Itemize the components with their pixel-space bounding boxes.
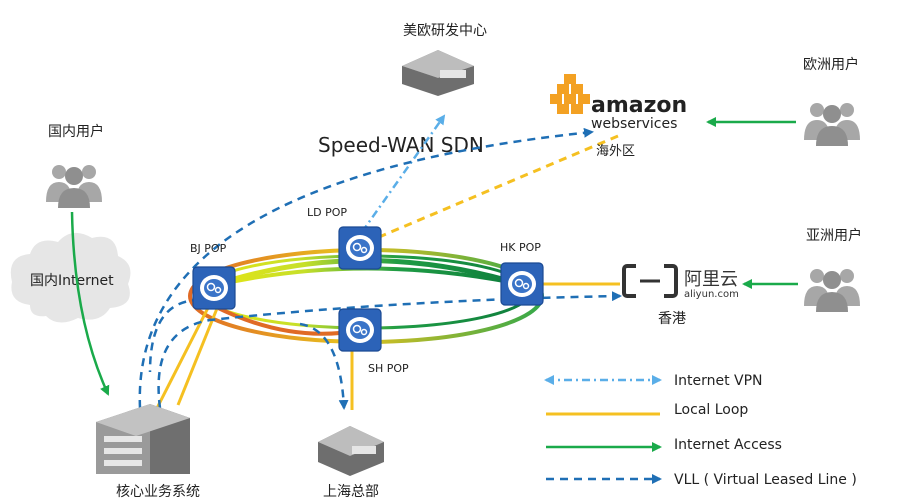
domestic-internet-label: 国内Internet — [30, 273, 114, 289]
core-system-building-icon — [96, 404, 190, 474]
legend-item-local-loop: Local Loop — [546, 402, 748, 418]
legend: Internet VPN Local Loop Internet Access … — [544, 373, 857, 488]
pop-node-hk: HK POP — [500, 241, 544, 306]
aws-logo-line2: webservices — [591, 116, 677, 132]
pop-node-bj: BJ POP — [190, 242, 236, 310]
pop-label-sh: SH POP — [368, 362, 409, 375]
core-system-label: 核心业务系统 — [116, 484, 200, 500]
legend-label-local-loop: Local Loop — [674, 402, 748, 418]
aliyun-logo: 阿里云 aliyun.com — [622, 262, 739, 300]
overseas-region-label: 海外区 — [596, 144, 635, 159]
domestic-internet-cloud: 国内Internet — [10, 232, 131, 323]
diagram-title: Speed-WAN SDN — [318, 133, 484, 157]
aliyun-logo-cn: 阿里云 — [684, 269, 738, 290]
internet-vpn-link — [360, 114, 446, 233]
local-loop-links — [153, 134, 620, 413]
aws-logo: amazon webservices — [550, 74, 687, 132]
aliyun-logo-en: aliyun.com — [684, 289, 739, 300]
vll-links — [138, 127, 622, 410]
legend-item-vll: VLL ( Virtual Leased Line ) — [546, 472, 857, 488]
shanghai-hq-label: 上海总部 — [323, 484, 379, 500]
europe-users-label: 欧洲用户 — [803, 56, 859, 73]
domestic-users-label: 国内用户 — [48, 123, 104, 140]
pop-label-hk: HK POP — [500, 241, 541, 254]
hongkong-label: 香港 — [658, 311, 686, 327]
rnd-center-building-icon — [402, 50, 474, 96]
shanghai-hq-building-icon — [318, 426, 384, 476]
legend-item-internet-access: Internet Access — [546, 437, 782, 453]
legend-item-internet-vpn: Internet VPN — [544, 373, 763, 389]
legend-label-internet-vpn: Internet VPN — [674, 373, 763, 389]
aws-logo-line1: amazon — [591, 93, 687, 118]
pop-node-sh: SH POP — [338, 308, 409, 375]
legend-label-internet-access: Internet Access — [674, 437, 782, 453]
legend-label-vll: VLL ( Virtual Leased Line ) — [674, 472, 857, 488]
pop-label-ld: LD POP — [307, 206, 347, 219]
domestic-users-icon — [46, 165, 102, 208]
asia-users-label: 亚洲用户 — [806, 227, 862, 244]
asia-users-icon — [804, 269, 860, 312]
pop-node-ld: LD POP — [307, 206, 382, 270]
rnd-center-label: 美欧研发中心 — [403, 23, 487, 39]
internet-access-links — [70, 117, 798, 396]
pop-label-bj: BJ POP — [190, 242, 227, 255]
europe-users-icon — [804, 103, 860, 146]
